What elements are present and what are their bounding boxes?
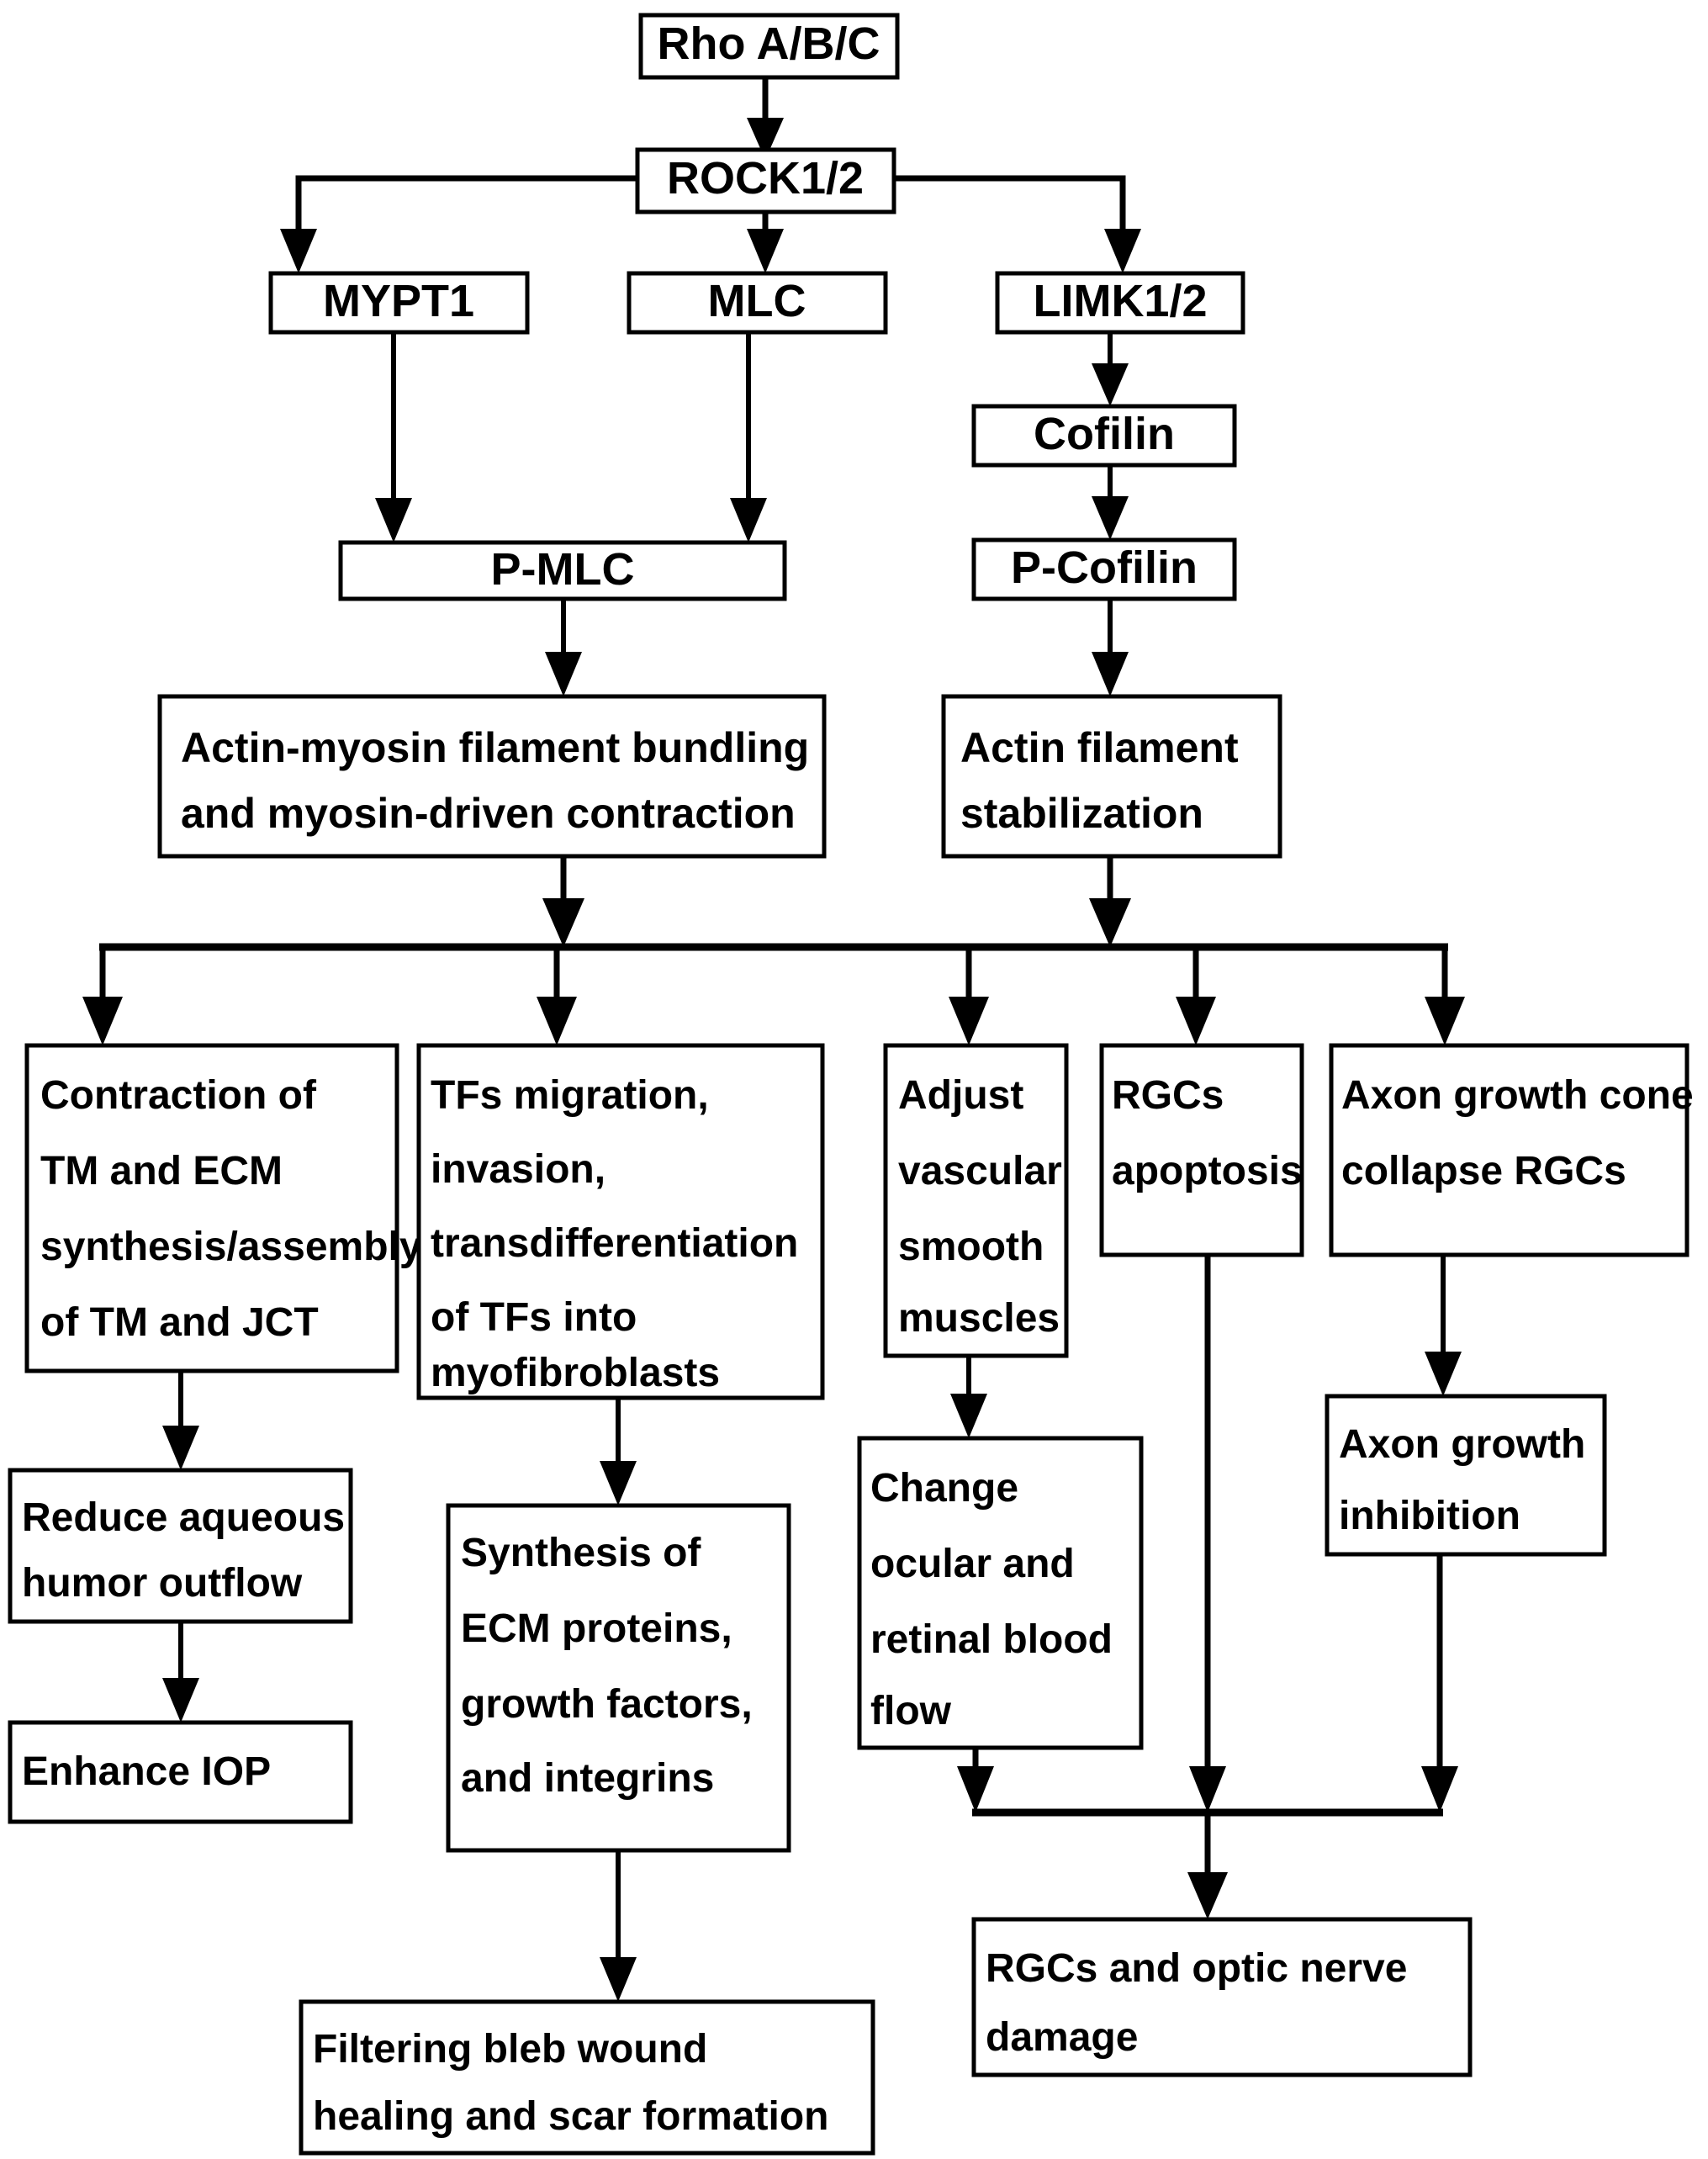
- edge-axoninhib-to-collector: [1421, 1554, 1458, 1812]
- edge-bus-to-contraction: [82, 947, 123, 1045]
- node-limk[interactable]: LIMK1/2: [995, 271, 1245, 335]
- edge-actinfilament-to-bus: [1089, 856, 1131, 947]
- edge-rock-to-limk: [891, 175, 1141, 273]
- edge-vascular-to-changeflow: [950, 1356, 987, 1438]
- edge-cofilin-to-pcofilin: [1092, 465, 1129, 540]
- edge-rgcsapoptosis-to-collector: [1189, 1255, 1226, 1812]
- edge-reduce-to-iop: [162, 1622, 199, 1722]
- edge-tfs-to-synthesis: [600, 1398, 637, 1505]
- node-rock-label: ROCK1/2: [667, 153, 864, 204]
- edge-axoncone-to-axoninhib: [1425, 1255, 1462, 1396]
- node-nervedamage-line1: RGCs and optic nerve: [986, 1946, 1407, 1991]
- node-axon-cone-line1: Axon growth cone: [1341, 1073, 1694, 1118]
- edge-actinmyosin-to-bus: [542, 856, 584, 947]
- edge-pmlc-to-actinmyosin: [545, 599, 582, 696]
- node-actin-filament-line1: Actin filament: [960, 724, 1239, 771]
- node-actin-filament[interactable]: Actin filament stabilization: [941, 694, 1282, 859]
- edge-bus-to-rgcs-apoptosis: [1176, 947, 1216, 1045]
- node-tfs-line4: of TFs into: [431, 1295, 637, 1340]
- node-changeflow-line2: ocular and: [870, 1542, 1075, 1586]
- node-vascular-line1: Adjust: [898, 1073, 1023, 1118]
- node-mlc-label: MLC: [708, 276, 806, 326]
- node-synthesis-ecm[interactable]: Synthesis of ECM proteins, growth factor…: [446, 1503, 791, 1853]
- node-changeflow-line4: flow: [870, 1689, 952, 1733]
- node-enhance-iop[interactable]: Enhance IOP: [8, 1720, 353, 1824]
- node-synthesis-line3: growth factors,: [461, 1682, 753, 1727]
- node-axon-inhib-line1: Axon growth: [1339, 1422, 1585, 1467]
- node-synthesis-line1: Synthesis of: [461, 1531, 701, 1575]
- node-axon-growth-inhibition[interactable]: Axon growth inhibition: [1325, 1394, 1607, 1557]
- edge-collector-to-nervedamage: [1187, 1812, 1228, 1919]
- node-pmlc[interactable]: P-MLC: [338, 540, 787, 601]
- node-rock[interactable]: ROCK1/2: [635, 147, 896, 214]
- edge-changeflow-to-collector: [957, 1748, 994, 1812]
- node-pmlc-label: P-MLC: [491, 544, 635, 595]
- node-enhance-iop-label: Enhance IOP: [22, 1749, 271, 1794]
- node-reduce-line2: humor outflow: [22, 1561, 303, 1606]
- node-pcofilin-label: P-Cofilin: [1011, 542, 1198, 593]
- node-changeflow-line1: Change: [870, 1466, 1018, 1511]
- node-tfs-migration[interactable]: TFs migration, invasion, transdifferenti…: [416, 1043, 825, 1400]
- node-actin-myosin-line1: Actin-myosin filament bundling: [181, 724, 809, 771]
- node-change-blood-flow[interactable]: Change ocular and retinal blood flow: [857, 1436, 1144, 1750]
- edge-bus-to-tfs: [537, 947, 577, 1045]
- node-axon-inhib-line2: inhibition: [1339, 1494, 1520, 1538]
- edge-mlc-to-pmlc: [730, 332, 767, 542]
- node-axon-cone-collapse[interactable]: Axon growth cone collapse RGCs: [1329, 1043, 1694, 1257]
- node-mlc[interactable]: MLC: [627, 271, 888, 335]
- node-nervedamage-line2: damage: [986, 2015, 1138, 2060]
- node-rgcs-apoptosis[interactable]: RGCs apoptosis: [1099, 1043, 1304, 1257]
- node-contraction-tm-ecm[interactable]: Contraction of TM and ECM synthesis/asse…: [24, 1043, 422, 1373]
- node-reduce-outflow[interactable]: Reduce aqueous humor outflow: [8, 1468, 353, 1624]
- edge-bus-to-vascular: [949, 947, 989, 1045]
- node-filtering-bleb[interactable]: Filtering bleb wound healing and scar fo…: [299, 1999, 875, 2156]
- edge-mypt1-to-pmlc: [375, 332, 412, 542]
- node-reduce-line1: Reduce aqueous: [22, 1495, 345, 1540]
- node-changeflow-line3: retinal blood: [870, 1617, 1113, 1662]
- node-bleb-line1: Filtering bleb wound: [313, 2027, 707, 2072]
- node-cofilin-label: Cofilin: [1034, 409, 1175, 459]
- node-rgcs-optic-nerve-damage[interactable]: RGCs and optic nerve damage: [971, 1917, 1473, 2077]
- node-actin-filament-line2: stabilization: [960, 790, 1203, 837]
- node-contraction-line2: TM and ECM: [40, 1149, 283, 1193]
- edge-bus-to-axon-cone: [1425, 947, 1465, 1045]
- node-actin-myosin[interactable]: Actin-myosin filament bundling and myosi…: [157, 694, 827, 859]
- node-tfs-line3: transdifferentiation: [431, 1221, 798, 1266]
- node-axon-cone-line2: collapse RGCs: [1341, 1149, 1626, 1193]
- node-vascular-line4: muscles: [898, 1296, 1060, 1341]
- node-tfs-line2: invasion,: [431, 1147, 605, 1192]
- node-mypt1-label: MYPT1: [323, 276, 474, 326]
- node-actin-myosin-line2: and myosin-driven contraction: [181, 790, 796, 837]
- node-vascular-line3: smooth: [898, 1225, 1044, 1269]
- edge-rock-to-mlc: [747, 212, 784, 273]
- edge-pcofilin-to-actinfilament: [1092, 599, 1129, 696]
- node-rgcs-apoptosis-line1: RGCs: [1112, 1073, 1224, 1118]
- node-synthesis-line2: ECM proteins,: [461, 1606, 732, 1651]
- edge-rock-to-mypt1: [280, 175, 639, 273]
- node-tfs-line1: TFs migration,: [431, 1073, 709, 1118]
- node-contraction-line4: of TM and JCT: [40, 1300, 319, 1345]
- node-bleb-line2: healing and scar formation: [313, 2094, 828, 2139]
- node-pcofilin[interactable]: P-Cofilin: [971, 537, 1237, 601]
- node-contraction-line1: Contraction of: [40, 1073, 317, 1118]
- node-synthesis-line4: and integrins: [461, 1756, 714, 1801]
- node-adjust-vascular[interactable]: Adjust vascular smooth muscles: [883, 1043, 1069, 1358]
- node-tfs-line5: myofibroblasts: [431, 1351, 720, 1395]
- edge-synthesis-to-bleb: [600, 1850, 637, 2002]
- edge-contraction-to-reduce: [162, 1371, 199, 1470]
- node-mypt1[interactable]: MYPT1: [268, 271, 530, 335]
- edge-rho-to-rock: [747, 76, 784, 160]
- node-rgcs-apoptosis-line2: apoptosis: [1112, 1149, 1303, 1193]
- edge-limk-to-cofilin: [1092, 332, 1129, 406]
- node-contraction-line3: synthesis/assembly: [40, 1225, 422, 1269]
- node-rho-label: Rho A/B/C: [658, 19, 880, 69]
- node-vascular-line2: vascular: [898, 1149, 1062, 1193]
- node-limk-label: LIMK1/2: [1033, 276, 1207, 326]
- node-cofilin[interactable]: Cofilin: [971, 404, 1237, 468]
- node-rho[interactable]: Rho A/B/C: [638, 13, 900, 80]
